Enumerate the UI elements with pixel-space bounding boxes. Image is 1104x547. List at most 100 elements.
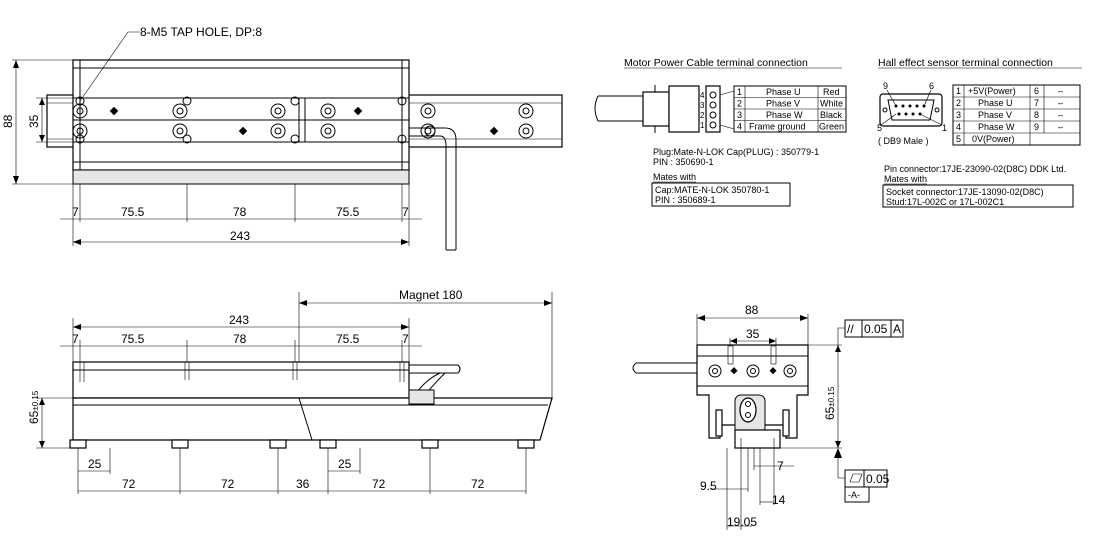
hall-row-1-no2: 6: [1034, 86, 1039, 96]
hall-pin-connector: Pin connector:17JE-23090-02(D8C) DDK Ltd…: [884, 164, 1066, 174]
motor-row-3-no: 3: [737, 110, 742, 120]
dim-14: 14: [772, 493, 786, 507]
dim-72-d: 72: [471, 477, 485, 491]
dim-7-right-side: 7: [402, 332, 409, 346]
dim-78-side: 78: [233, 332, 247, 346]
motor-cable-title: Motor Power Cable terminal connection: [624, 57, 808, 69]
side-view-block: [72, 361, 410, 399]
motor-mates-with: Mates with: [653, 172, 696, 182]
motor-pin-4: 4: [700, 91, 705, 100]
motor-row-2-no: 2: [737, 99, 742, 109]
side-view-track: [72, 397, 553, 441]
hall-row-1-no: 1: [956, 86, 961, 96]
dim-9-5: 9.5: [700, 479, 717, 493]
motor-pin-line: PIN : 350689-1: [655, 195, 716, 205]
hall-row-2-signal: Phase U: [978, 98, 1013, 108]
parallelism-datum: A: [893, 322, 901, 336]
dim-7-left-side: 7: [72, 332, 79, 346]
top-view-block: [72, 59, 410, 171]
motor-pin-2: 2: [700, 111, 705, 120]
motor-row-3-signal: Phase W: [766, 110, 803, 120]
motor-pin-1: 1: [700, 121, 705, 130]
hall-row-4-no2: 9: [1034, 122, 1039, 132]
hall-row-2-signal2: –: [1058, 98, 1063, 108]
hall-mates-with: Mates with: [884, 174, 927, 184]
motor-row-4-no: 4: [737, 122, 742, 132]
motor-row-1-no: 1: [737, 87, 742, 97]
motor-pin-3: 3: [700, 101, 705, 110]
motor-row-4-color: Green: [819, 122, 844, 132]
dim-88-end: 88: [745, 303, 759, 317]
dim-35-end: 35: [746, 327, 760, 341]
db9-pin-1: 1: [942, 123, 947, 133]
hall-row-1-signal2: –: [1058, 86, 1063, 96]
dim-75-5-right-top: 75.5: [336, 205, 360, 219]
motor-cable-section: Motor Power Cable terminal connection 4 …: [594, 57, 847, 207]
dim-243-side: 243: [229, 313, 249, 327]
hall-row-3-no: 3: [956, 110, 961, 120]
dim-25-right: 25: [338, 457, 352, 471]
dim-7-left-top: 7: [72, 205, 79, 219]
hall-socket-line: Socket connector:17JE-13090-02(D8C): [886, 187, 1044, 197]
hall-row-5-no: 5: [956, 134, 961, 144]
dim-65-end: 65: [823, 406, 837, 420]
tap-holes: [75, 96, 407, 144]
hall-row-4-signal: Phase W: [978, 122, 1015, 132]
motor-row-1-color: Red: [823, 87, 840, 97]
dim-243-top: 243: [230, 229, 250, 243]
side-bolts: [69, 439, 535, 449]
hall-sensor-table: 1 +5V(Power) 6 – 2 Phase U 7 – 3 Phase V…: [952, 84, 1081, 146]
motor-row-2-signal: Phase V: [766, 99, 800, 109]
end-view: 88 35: [632, 303, 904, 530]
motor-row-3-color: Black: [820, 110, 843, 120]
side-view: Magnet 180 243 7 75.5 78 75.5 7: [27, 288, 553, 494]
dim-75-5-left-side: 75.5: [121, 332, 145, 346]
hall-row-5-signal: 0V(Power): [972, 134, 1015, 144]
motor-row-2-color: White: [820, 99, 843, 109]
hall-row-3-no2: 8: [1034, 110, 1039, 120]
dim-7-right-top: 7: [402, 205, 409, 219]
hall-row-2-no2: 7: [1034, 98, 1039, 108]
hall-sensor-section: Hall effect sensor terminal connection 9…: [877, 57, 1082, 208]
dim-19-05: 19.05: [727, 515, 757, 529]
hall-stud-line: Stud:17L-002C or 17L-002C1: [886, 197, 1004, 207]
flatness-value: 0.05: [866, 472, 890, 486]
dim-88-top: 88: [1, 114, 15, 128]
motor-cable-table: 1 Phase U Red 2 Phase V White 3 Phase W …: [733, 85, 847, 133]
db9-label: ( DB9 Male ): [878, 136, 929, 146]
svg-text:65±0.15: 65±0.15: [823, 386, 837, 420]
dim-65-side: 65: [27, 410, 41, 424]
end-bolts: [708, 345, 797, 378]
tap-hole-note: 8-M5 TAP HOLE, DP:8: [140, 25, 262, 39]
motor-cap-line: Cap:MATE-N-LOK 350780-1: [655, 185, 769, 195]
motor-plug-line2: PIN : 350690-1: [653, 157, 714, 167]
dim-72-c: 72: [372, 477, 386, 491]
dim-25-left: 25: [88, 457, 102, 471]
svg-text:65±0.15: 65±0.15: [27, 390, 41, 424]
db9-pin-9: 9: [883, 81, 888, 91]
hall-row-4-no: 4: [956, 122, 961, 132]
dim-65-tol-side: ±0.15: [31, 390, 40, 411]
dim-7-end: 7: [777, 459, 784, 473]
magnet-label: Magnet 180: [399, 288, 463, 302]
parallelism-symbol: //: [847, 322, 854, 336]
dim-36: 36: [296, 477, 310, 491]
motor-plug-line1: Plug:Mate-N-LOK Cap(PLUG) : 350779-1: [653, 147, 819, 157]
dim-72-b: 72: [221, 477, 235, 491]
hall-row-4-signal2: –: [1058, 122, 1063, 132]
dim-75-5-left-top: 75.5: [121, 205, 145, 219]
hall-row-2-no: 2: [956, 98, 961, 108]
hall-row-3-signal2: –: [1058, 110, 1063, 120]
hall-row-3-signal: Phase V: [978, 110, 1012, 120]
dim-72-a: 72: [122, 477, 136, 491]
db9-pin-6: 6: [929, 81, 934, 91]
top-view: 8-M5 TAP HOLE, DP:8 88 35 7 75.5 78 75.5…: [1, 25, 563, 251]
dim-35-top: 35: [27, 114, 41, 128]
dim-65-tol-end: ±0.15: [827, 386, 836, 407]
hall-row-1-signal: +5V(Power): [968, 86, 1016, 96]
motor-row-4-signal: Frame ground: [749, 122, 806, 132]
datum-label: -A-: [848, 490, 860, 500]
motor-row-1-signal: Phase U: [766, 87, 801, 97]
dim-75-5-right-side: 75.5: [336, 332, 360, 346]
